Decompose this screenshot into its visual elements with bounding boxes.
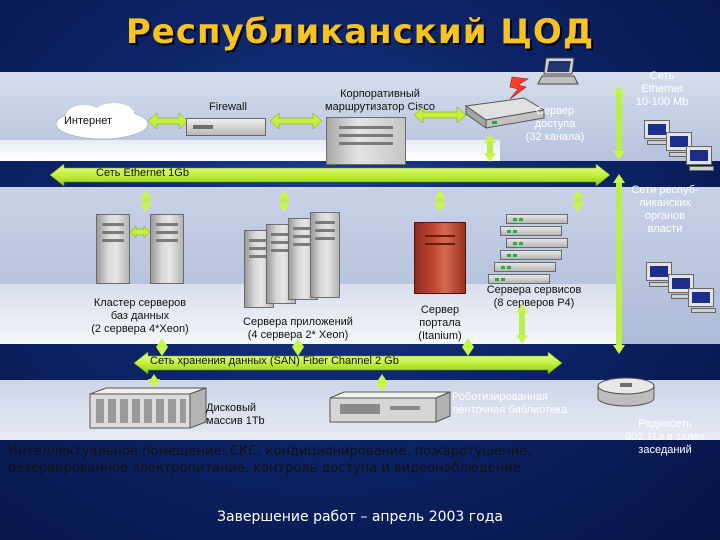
app-server-tower <box>310 212 340 298</box>
access-server-label-1: Сервер <box>535 105 575 117</box>
arrow-eth-services <box>572 190 584 212</box>
workstation-icon <box>688 288 718 314</box>
arrow-eth-portal <box>434 190 446 212</box>
infrastructure-text-1: Интеллектуальное помещение: СКС, кондици… <box>8 444 532 459</box>
upper-shelf <box>0 140 500 161</box>
portal-label-3: (Itanium) <box>418 330 462 342</box>
cisco-router-icon <box>326 117 406 165</box>
disk-array-label-1: Дисковый <box>206 402 257 414</box>
arrow-gov-vertical <box>613 174 625 354</box>
workstation-icon <box>666 132 696 158</box>
db-server-tower <box>150 214 184 284</box>
wireless-access-point-icon <box>597 377 655 407</box>
san-bar <box>134 352 562 374</box>
gov-networks-label-1: Сети респуб- <box>631 184 699 196</box>
db-server-tower <box>96 214 130 284</box>
gov-networks-label-4: власти <box>647 223 683 235</box>
arrow-apps-san <box>292 338 304 356</box>
firewall-device <box>186 118 266 136</box>
lightning-icon <box>509 76 529 100</box>
laptop-icon <box>537 57 579 85</box>
arrow-access-ethernet <box>484 134 496 162</box>
service-server-rack <box>500 250 562 260</box>
service-servers-label-2: (8 серверов P4) <box>493 297 575 309</box>
infrastructure-text-2: резервированное электропитание, контроль… <box>8 461 521 476</box>
cluster-label-1: Кластер серверов <box>93 297 187 309</box>
ethernet-1gb-bar <box>50 164 610 186</box>
arrow-eth-apps <box>278 190 290 212</box>
tape-library-label-2: ленточная библиотека <box>452 404 568 416</box>
eth-mb-label-3: 10-100 Mb <box>635 96 689 108</box>
router-label-2: маршрутизатор Cisco <box>325 101 435 113</box>
access-server-label-2: доступа <box>534 118 576 130</box>
portal-label-1: Сервер <box>420 304 460 316</box>
workstation-icon <box>646 262 676 288</box>
arrow-internet-firewall <box>148 113 188 129</box>
arrow-eth-cluster <box>140 190 152 212</box>
disk-array-label-2: массив 1Tb <box>206 415 265 427</box>
page-title: Республиканский ЦОД <box>125 12 595 52</box>
service-server-rack <box>500 226 562 236</box>
gov-networks-label-2: ликанских <box>639 197 691 209</box>
arrow-cluster-san <box>156 338 168 356</box>
arrow-san-tape <box>376 374 388 392</box>
gov-networks-label-3: органов <box>644 210 686 222</box>
portal-label-2: портала <box>419 317 461 329</box>
radio-label-1: Радиосеть <box>638 418 692 430</box>
service-servers-label-1: Сервера сервисов <box>486 284 582 296</box>
access-server-icon <box>464 97 546 129</box>
workstation-icon <box>668 274 698 300</box>
arrow-firewall-router <box>270 113 322 129</box>
ethernet-1gb-label: Сеть Ethernet 1Gb <box>96 167 189 179</box>
tape-library-icon <box>329 391 451 423</box>
access-server-label-3: (32 канала) <box>525 131 585 143</box>
radio-label-2: 802.11a в залах <box>624 431 706 443</box>
arrow-router-access <box>414 107 466 123</box>
workstation-icon <box>644 120 674 146</box>
eth-mb-label-2: Ethernet <box>641 83 683 95</box>
cluster-link-arrow <box>130 226 150 238</box>
cluster-label-2: баз данных <box>110 310 170 322</box>
app-servers-label-2: (4 сервера 2* Xeon) <box>247 329 349 341</box>
internet-label: Интернет <box>64 115 112 127</box>
workstation-icon <box>686 146 716 172</box>
disk-array-icon <box>89 387 207 429</box>
arrow-san-disk <box>148 374 160 388</box>
cluster-label-3: (2 сервера 4*Xeon) <box>91 323 189 335</box>
internet-cloud-icon <box>55 103 149 140</box>
service-server-rack <box>506 214 568 224</box>
app-servers-label-1: Сервера приложений <box>243 316 353 328</box>
service-server-rack <box>494 262 556 272</box>
san-label: Сеть хранения данных (SAN) Fiber Channel… <box>150 355 399 367</box>
firewall-label: Firewall <box>209 101 247 113</box>
router-label-1: Корпоративный <box>340 88 420 100</box>
portal-server-icon <box>414 222 466 294</box>
arrow-eth-mb-vertical <box>613 86 625 160</box>
eth-mb-label-1: Сеть <box>649 70 675 82</box>
service-server-rack <box>506 238 568 248</box>
completion-date: Завершение работ – апрель 2003 года <box>217 509 503 525</box>
tape-library-label-1: Роботизированная <box>452 391 548 403</box>
service-server-rack <box>488 274 550 284</box>
arrow-services-san <box>516 304 528 344</box>
radio-label-3: заседаний <box>638 444 692 456</box>
arrow-portal-san <box>462 338 474 356</box>
